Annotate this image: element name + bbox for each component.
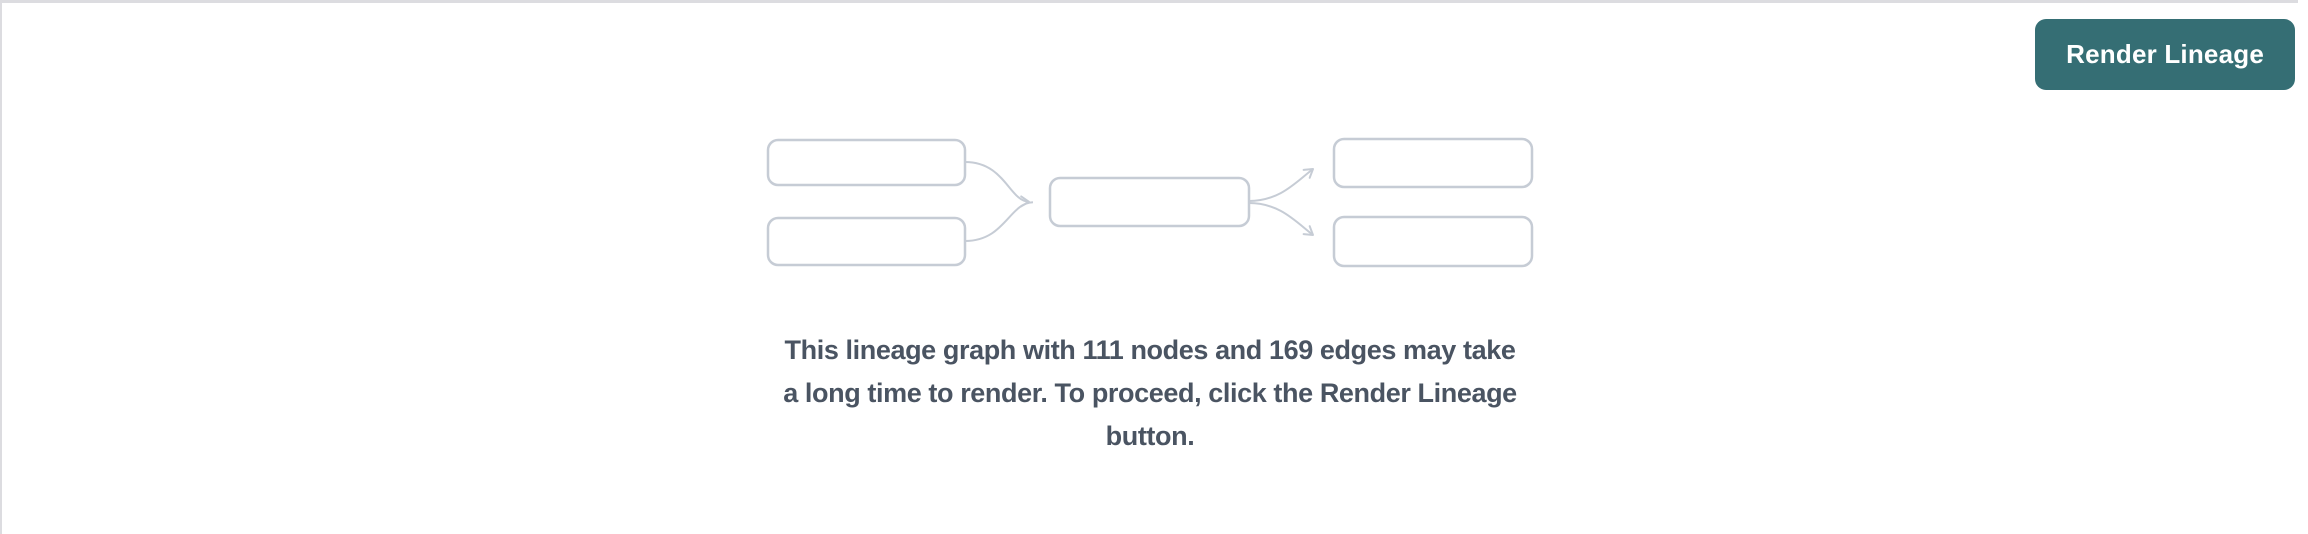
placeholder-edge-arrow	[1248, 168, 1314, 202]
render-warning-line-3: button.	[1105, 421, 1195, 451]
render-warning-line-1: This lineage graph with 111 nodes and 16…	[784, 335, 1516, 365]
render-lineage-button[interactable]: Render Lineage	[2035, 19, 2295, 90]
placeholder-node-center	[1048, 176, 1251, 228]
lineage-empty-state: This lineage graph with 111 nodes and 16…	[755, 3, 1545, 458]
placeholder-edge-arrow	[1248, 202, 1314, 236]
render-warning-line-2: a long time to render. To proceed, click…	[783, 378, 1517, 408]
placeholder-node-upstream-top	[766, 138, 967, 187]
placeholder-edge-arrow	[964, 201, 1034, 242]
render-warning-message: This lineage graph with 111 nodes and 16…	[783, 329, 1517, 458]
placeholder-edge-arrow	[964, 161, 1030, 208]
placeholder-node-downstream-top	[1332, 137, 1534, 189]
mini-lineage-graph-icon	[766, 137, 1534, 268]
placeholder-node-downstream-bottom	[1332, 215, 1534, 268]
placeholder-node-upstream-bottom	[766, 216, 967, 267]
